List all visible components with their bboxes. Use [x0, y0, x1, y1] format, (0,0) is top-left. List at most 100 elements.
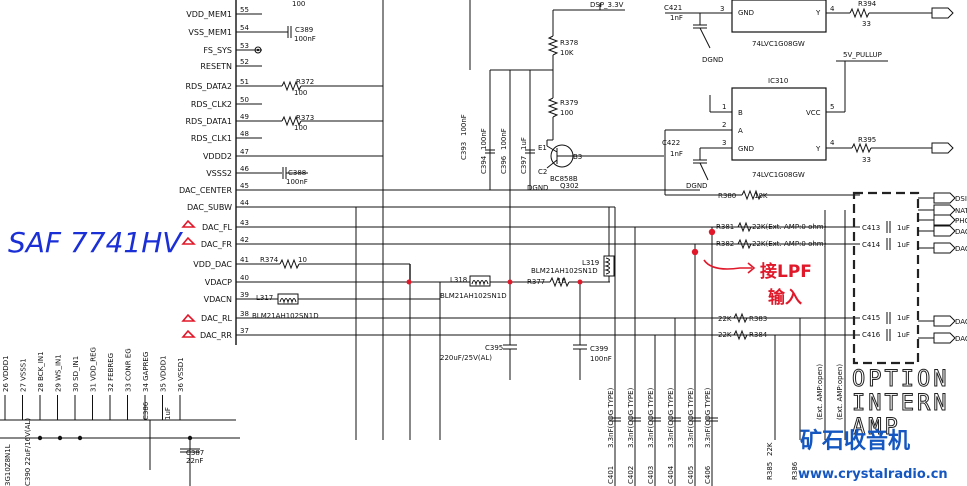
pin-number: 53: [240, 42, 249, 50]
r374-resistor: R374 10: [236, 256, 410, 270]
pin-number: 55: [240, 6, 249, 14]
r384-resistor: 22K R384: [718, 329, 768, 341]
svg-text:DSP_3.3V: DSP_3.3V: [590, 1, 624, 9]
pin-name: VSS_MEM1: [188, 28, 232, 37]
pin-name: VDACN: [204, 295, 232, 304]
r381-resistor: R381 22K(Ext. AMP:0 ohm): [716, 221, 827, 233]
c389-capacitor: C389 100nF: [236, 26, 316, 43]
svg-text:33: 33: [862, 20, 871, 28]
pin-name: DAC_CENTER: [179, 186, 233, 195]
bottom-pin-label: 27 VSSS1: [20, 358, 28, 392]
svg-text:DGND: DGND: [686, 182, 707, 190]
svg-text:10K: 10K: [560, 49, 574, 57]
left-label-2: C390 22uF/16V(AL): [24, 418, 32, 486]
bottom-pin-34: 34 GAPREG: [142, 352, 150, 420]
port-label: PHC: [955, 217, 967, 225]
pin-name: FS_SYS: [203, 46, 232, 55]
port-2: PHC: [918, 214, 967, 226]
pin-number: 38: [240, 310, 249, 318]
svg-text:VCC: VCC: [806, 109, 821, 117]
port-label: DAC: [955, 318, 967, 326]
r385-value: 22K: [766, 442, 774, 456]
port-label: DSI: [955, 195, 967, 203]
bottom-cap-c403: 3.3nF(COG TYPE)C403: [647, 387, 661, 484]
svg-text:100nF: 100nF: [294, 35, 316, 43]
c415-capacitor: C415 1uF: [862, 312, 910, 324]
ext-amp-open-2: (Ext. AMP:open): [836, 364, 844, 420]
pin-number: 49: [240, 113, 249, 121]
bottom-cap-c405: 3.3nF(COG TYPE)C405: [687, 387, 701, 484]
r372-resistor: R372 100: [236, 78, 383, 97]
svg-text:C422: C422: [662, 139, 680, 147]
junction-dot: [577, 279, 583, 285]
svg-text:GND: GND: [738, 145, 754, 153]
r373-resistor: R373 100: [236, 114, 383, 132]
bottom-pin-29: 29 WS_IN1: [55, 354, 63, 420]
r382-resistor: R382 22K(Ext. AMP:0 ohm): [716, 238, 827, 250]
svg-text:100: 100: [294, 124, 307, 132]
svg-text:L319: L319: [582, 259, 599, 267]
bottom-cap-value: 3.3nF(COG TYPE): [704, 387, 712, 448]
svg-text:100nF: 100nF: [460, 114, 468, 136]
pin-number: 37: [240, 327, 249, 335]
bottom-pin-30: 30 SD_IN1: [72, 356, 80, 420]
bottom-pin-label: 35 VDDD1: [160, 355, 168, 392]
pin-number: 40: [240, 274, 249, 282]
svg-text:BLM21AH102SN1D: BLM21AH102SN1D: [440, 292, 507, 300]
svg-text:C2: C2: [538, 168, 547, 176]
svg-text:C414: C414: [862, 241, 881, 249]
decoupling-caps: C393 100nF C394 100nF C396 100nF C397 1u…: [460, 0, 535, 174]
bottom-pin-36: 36 VSSD1: [177, 357, 185, 420]
ic-pin-53: FS_SYS 53: [203, 42, 262, 55]
svg-text:R377: R377: [527, 278, 545, 286]
svg-text:C389: C389: [295, 26, 313, 34]
r386-label: R386: [791, 461, 799, 480]
c422-capacitor: C422 1nF DGND: [662, 130, 709, 195]
r385-label: R385: [766, 462, 774, 480]
handwritten-chip-label: SAF 7741HV: [8, 226, 183, 259]
svg-text:Y: Y: [815, 9, 821, 17]
svg-text:74LVC1G08GW: 74LVC1G08GW: [752, 171, 805, 179]
ic-pin-55: VDD_MEM1 55: [186, 6, 262, 19]
watermark-brand: 矿石收音机: [800, 428, 910, 454]
bottom-pin-label: 31 VDD_REG: [90, 347, 98, 392]
c416-capacitor: C416 1uF: [862, 329, 910, 341]
port-4: DAC: [918, 242, 967, 254]
bottom-pin-label: 28 BCK_IN1: [37, 351, 45, 392]
pin-name: VDD_MEM1: [186, 10, 232, 19]
svg-text:22K(Ext. AMP:0 ohm): 22K(Ext. AMP:0 ohm): [752, 223, 827, 231]
c386-label: C386: [142, 401, 150, 420]
bottom-cap-c401: 3.3nF(COG TYPE)C401: [607, 387, 621, 484]
pin-name: VDACP: [205, 278, 232, 287]
top-label: 100: [292, 0, 305, 8]
c414-capacitor: C414 1uF: [862, 238, 910, 250]
l319-inductor: L319: [582, 207, 615, 282]
junction-dot: [406, 279, 412, 285]
svg-text:10: 10: [557, 277, 566, 285]
handwritten-note-2: 输入: [768, 287, 802, 308]
port-0: DSI: [918, 192, 967, 204]
svg-text:C416: C416: [862, 331, 881, 339]
bottom-cap-labels: 3.3nF(COG TYPE)C401 3.3nF(COG TYPE) C402 3.…: [607, 387, 718, 484]
port-label: DAC: [955, 228, 967, 236]
pin-name: VDDD2: [203, 152, 232, 161]
bottom-cap-ref: C402: [627, 466, 635, 484]
q302-transistor: E1 B3 C2 BC858B Q302 DGND: [527, 139, 664, 192]
svg-text:E1: E1: [538, 144, 547, 152]
bottom-cap-ref: C404: [667, 465, 675, 484]
pin-name: DAC_SUBW: [187, 203, 232, 212]
r377-resistor: R377 10 BLM21AH102SN1D: [527, 267, 610, 288]
dac-markers: [181, 219, 196, 338]
svg-text:10K: 10K: [754, 192, 768, 200]
svg-text:1nF: 1nF: [670, 150, 683, 158]
svg-text:BLM21AH102SN1D: BLM21AH102SN1D: [252, 312, 319, 320]
left-label-1: 3G10Z8N1L: [4, 444, 12, 486]
svg-text:R382: R382: [716, 240, 734, 248]
